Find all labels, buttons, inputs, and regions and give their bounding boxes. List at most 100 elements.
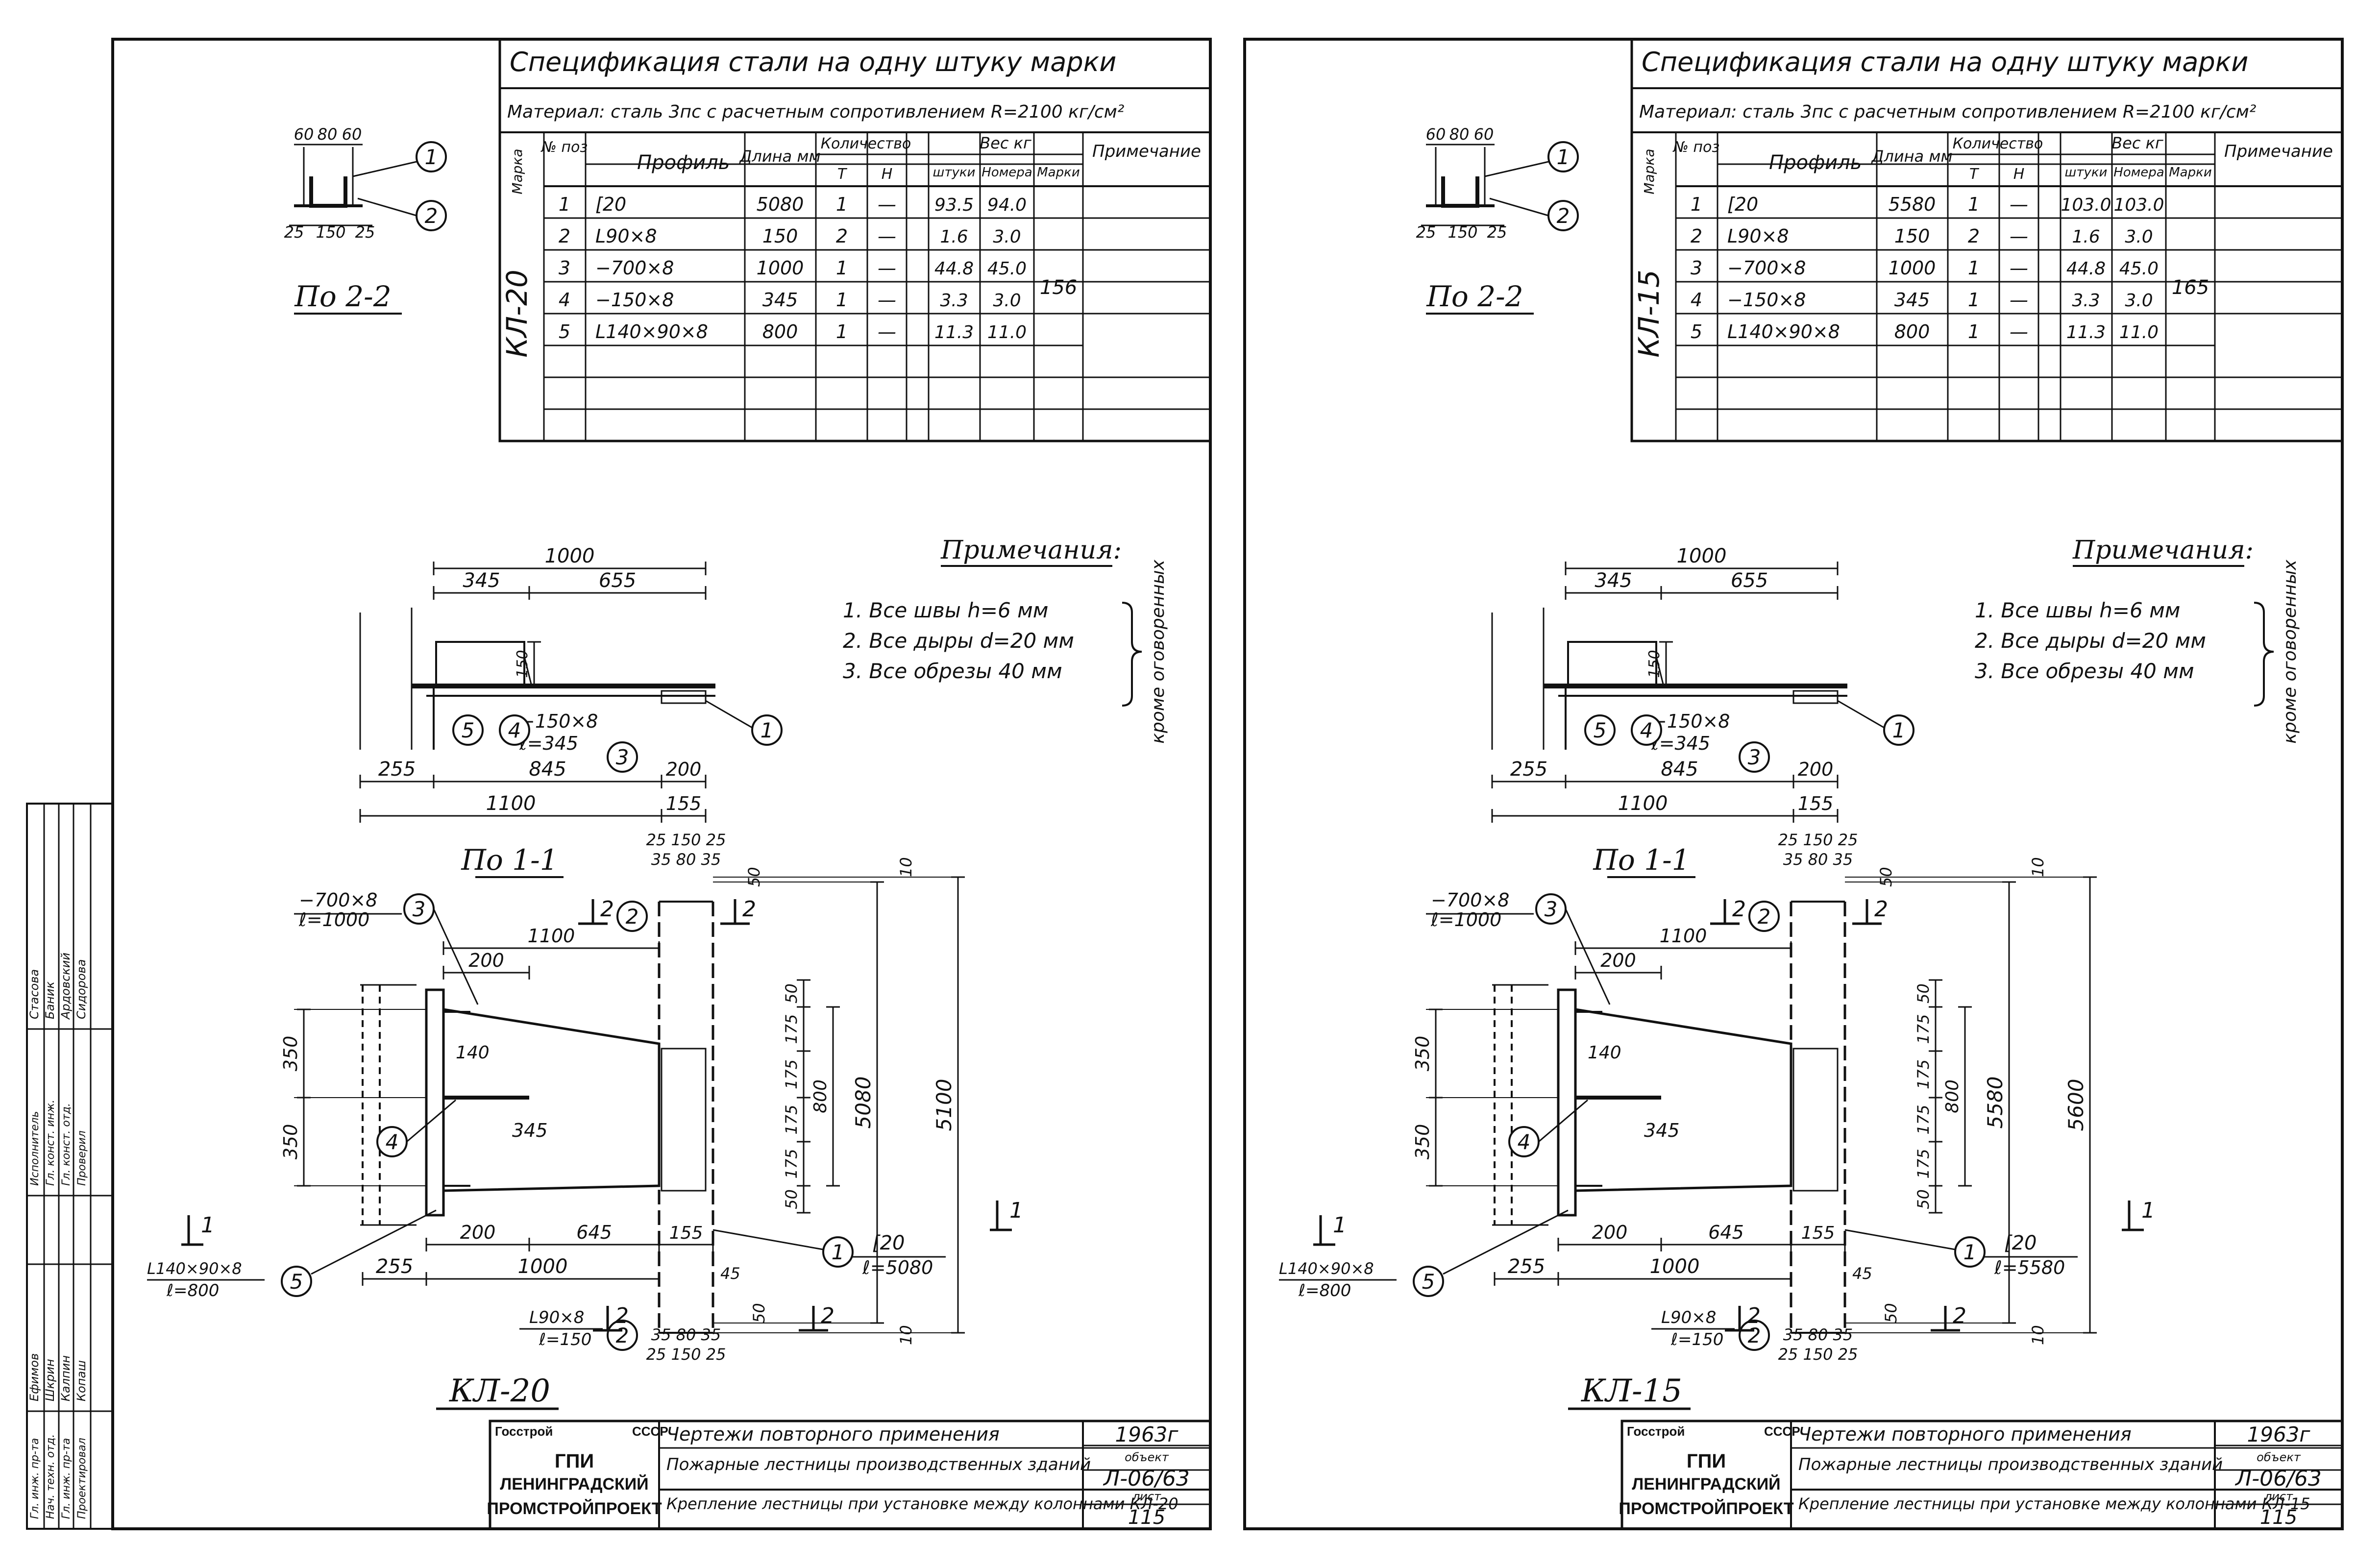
dimension-value: 25 150 25 xyxy=(646,831,726,849)
small-angle-label: L90×8 xyxy=(529,1308,584,1327)
dimension-value: 50 xyxy=(745,867,763,887)
position-number: 2 xyxy=(425,204,438,228)
cut-label: 1 xyxy=(201,1213,215,1238)
marker-5 xyxy=(1584,714,1616,746)
spec-table: Спецификация стали на одну штуку маркиМа… xyxy=(498,38,1212,442)
channel-section xyxy=(1441,176,1479,208)
small-angle-label: L90×8 xyxy=(1661,1308,1716,1327)
cell-qty-n: — xyxy=(2010,257,2028,279)
dimension-value: 655 xyxy=(599,569,636,592)
dimension-value: 80 xyxy=(318,125,338,144)
position-number: 1 xyxy=(832,1240,845,1264)
cell-w-piece: 11.3 xyxy=(934,322,974,343)
notes-side: кроме оговоренных xyxy=(2280,560,2300,744)
marker-1 xyxy=(822,1236,854,1268)
marker-1 xyxy=(751,714,783,746)
dimension-value: 35 80 35 xyxy=(651,1325,721,1344)
cell-w-num: 3.0 xyxy=(2125,291,2153,311)
marker-1 xyxy=(1883,714,1914,746)
dimension-value: 175 xyxy=(782,1014,801,1044)
dimension-value: 345 xyxy=(1595,569,1632,592)
dimension-value: 645 xyxy=(576,1222,612,1243)
position-number: 3 xyxy=(616,745,629,769)
dimension-value: 5600 xyxy=(2064,1079,2088,1131)
cell-qty-n: — xyxy=(878,194,896,215)
channel-left xyxy=(425,988,445,1217)
institute-3: ПРОМСТРОЙПРОЕКТ xyxy=(487,1499,662,1518)
side-stamp-name: Шкрин xyxy=(43,1359,57,1401)
cell-length: 1000 xyxy=(1889,257,1936,279)
marker-4 xyxy=(1631,714,1662,746)
sheet-number: 115 xyxy=(1128,1506,1165,1529)
line xyxy=(406,1099,456,1143)
cell-profile: −150×8 xyxy=(595,289,674,311)
dimension-value: 255 xyxy=(376,1255,413,1278)
dimension-value: 50 xyxy=(1882,1303,1900,1323)
dimension-value: 155 xyxy=(666,793,702,814)
dimension-value: 60 xyxy=(1474,125,1494,144)
plate-label: −150×8 xyxy=(519,710,598,732)
cell-pos: 5 xyxy=(559,321,570,343)
sheet-title: Крепление лестницы при установке между к… xyxy=(666,1494,1178,1513)
cell-profile: −150×8 xyxy=(1727,289,1806,311)
dimension-value: 5580 xyxy=(1983,1077,2007,1129)
dimension-value: 25 150 25 xyxy=(1778,1345,1858,1364)
sheet-title: Крепление лестницы при установке между к… xyxy=(1798,1494,2310,1513)
cell-pos: 4 xyxy=(1691,289,1702,311)
cell-profile: L140×90×8 xyxy=(595,321,708,343)
position-number: 2 xyxy=(1557,204,1570,228)
cell-w-piece: 1.6 xyxy=(2072,227,2100,247)
dimension-value: 175 xyxy=(1914,1014,1933,1044)
marker-5 xyxy=(281,1266,312,1297)
cell-w-piece: 3.3 xyxy=(2072,291,2100,311)
cell-profile: [20 xyxy=(1727,194,1758,215)
year: 1963г xyxy=(1115,1422,1179,1446)
dimension-value: 50 xyxy=(782,983,801,1004)
header-pos: № поз xyxy=(1672,139,1720,156)
code: Л-06/63 xyxy=(1103,1466,1190,1491)
dimension-value: 140 xyxy=(456,1043,490,1063)
side-stamp-frame xyxy=(26,803,114,1530)
angle-length: ℓ=800 xyxy=(166,1281,219,1300)
spec-material: Материал: сталь 3пс с расчетным сопротив… xyxy=(507,102,1124,122)
dimension-value: 50 xyxy=(1914,1189,1933,1209)
object: Пожарные лестницы производственных здани… xyxy=(1798,1455,2223,1474)
angle-label: L140×90×8 xyxy=(1279,1259,1374,1278)
cell-w-piece: 44.8 xyxy=(934,259,974,279)
cell-w-num: 3.0 xyxy=(993,291,1021,311)
cell-length: 5580 xyxy=(1889,194,1936,215)
plan-title: КЛ-15 xyxy=(1581,1373,1682,1409)
dimension-value: 50 xyxy=(782,1189,801,1209)
institute-2: ЛЕНИНГРАДСКИЙ xyxy=(500,1474,648,1494)
dimension-value: 10 xyxy=(897,857,915,877)
side-stamp-name: Баник xyxy=(43,981,57,1019)
stiffener-plate xyxy=(1567,641,1657,687)
header-w-piece: штуки xyxy=(933,165,976,180)
dimension-value: 60 xyxy=(342,125,362,144)
cell-w-num: 94.0 xyxy=(987,195,1027,215)
cell-qty-n: — xyxy=(878,289,896,311)
cell-qty-n: — xyxy=(2010,194,2028,215)
line xyxy=(1538,1099,1588,1143)
marker-1 xyxy=(416,141,447,172)
position-number: 2 xyxy=(1748,1323,1761,1348)
dimension-value: 155 xyxy=(669,1223,703,1243)
header-length: Длина мм xyxy=(738,147,820,166)
cell-profile: [20 xyxy=(595,194,626,215)
dimension-value: 175 xyxy=(1914,1104,1933,1134)
dimension-value: 60 xyxy=(1426,125,1446,144)
dimension-value: 1000 xyxy=(1677,545,1727,567)
cell-qty-n: — xyxy=(878,321,896,343)
dimension-value: 35 80 35 xyxy=(1783,1325,1853,1344)
dimension-value: 845 xyxy=(1661,758,1698,781)
dimension-value: 150 xyxy=(514,650,531,678)
marker-1 xyxy=(1954,1236,1986,1268)
dimension-value: 1100 xyxy=(528,925,575,947)
